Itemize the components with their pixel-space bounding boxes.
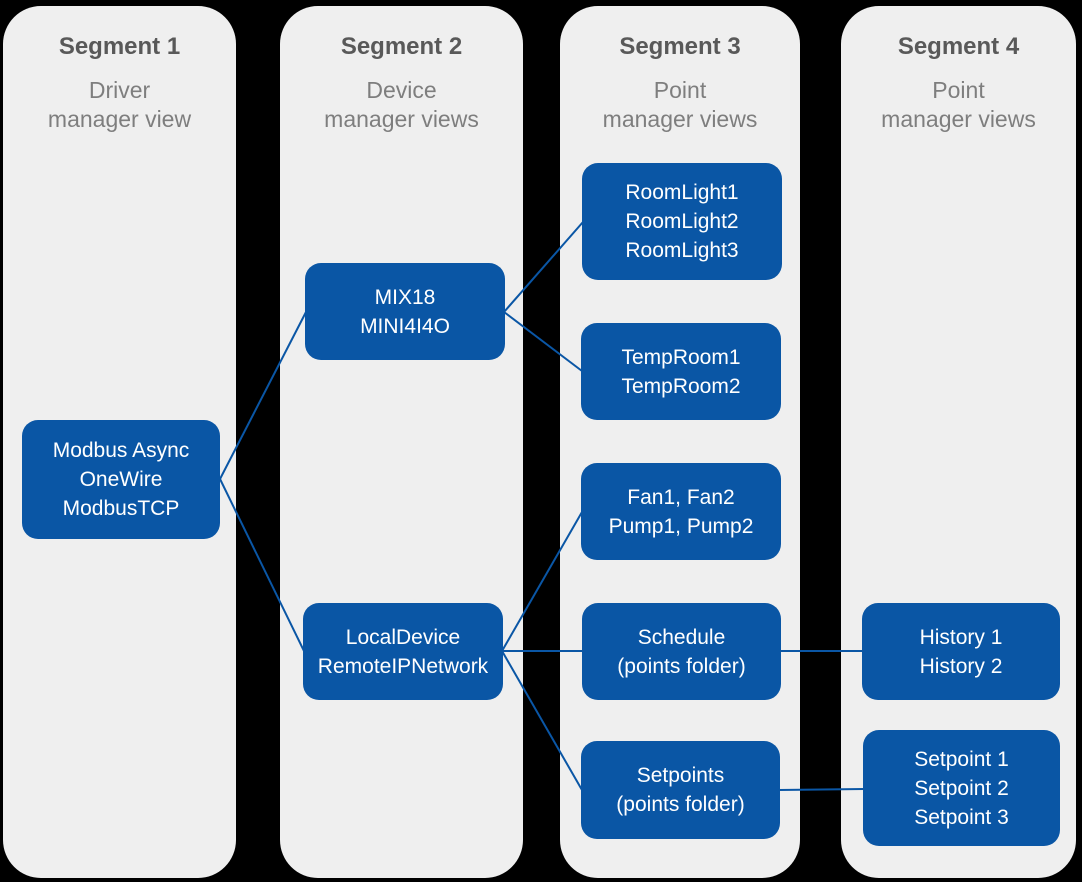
connector-mix-to-temprooms bbox=[503, 311, 583, 372]
node-setpoints-folder: Setpoints (points folder) bbox=[581, 741, 780, 839]
connector-drivers-to-mix bbox=[219, 311, 307, 480]
segment-2-title: Segment 2 bbox=[340, 33, 463, 60]
segment-3-title: Segment 3 bbox=[619, 33, 741, 60]
connector-setpoints-to-setpointlist bbox=[778, 788, 865, 791]
segment-4-subtitle: Point manager views bbox=[881, 77, 1036, 132]
node-mix-devices: MIX18 MINI4I4O bbox=[305, 263, 505, 360]
segment-2-column: Segment 2 Device manager views bbox=[280, 6, 523, 878]
segment-3-column: Segment 3 Point manager views bbox=[560, 6, 800, 878]
node-drivers: Modbus Async OneWire ModbusTCP bbox=[22, 420, 220, 539]
node-schedule-folder: Schedule (points folder) bbox=[582, 603, 781, 700]
node-roomlight-points: RoomLight1 RoomLight2 RoomLight3 bbox=[582, 163, 782, 280]
segment-1-title: Segment 1 bbox=[58, 33, 181, 60]
connector-localdevice-to-setpoints bbox=[501, 650, 583, 791]
segment-4-title: Segment 4 bbox=[897, 33, 1020, 60]
segment-3-subtitle: Point manager views bbox=[602, 77, 758, 132]
connector-mix-to-roomlights bbox=[503, 221, 584, 313]
segment-2-subtitle: Device manager views bbox=[324, 77, 479, 132]
node-local-remote-devices: LocalDevice RemoteIPNetwork bbox=[303, 603, 503, 700]
node-fan-pump-points: Fan1, Fan2 Pump1, Pump2 bbox=[581, 463, 781, 560]
segment-1-subtitle: Driver manager view bbox=[47, 77, 192, 132]
connector-drivers-to-localdevice bbox=[219, 478, 305, 652]
node-histories: History 1 History 2 bbox=[862, 603, 1060, 700]
connector-localdevice-to-fanspumps bbox=[501, 511, 583, 652]
node-setpoint-list: Setpoint 1 Setpoint 2 Setpoint 3 bbox=[863, 730, 1060, 846]
node-temproom-points: TempRoom1 TempRoom2 bbox=[581, 323, 781, 420]
